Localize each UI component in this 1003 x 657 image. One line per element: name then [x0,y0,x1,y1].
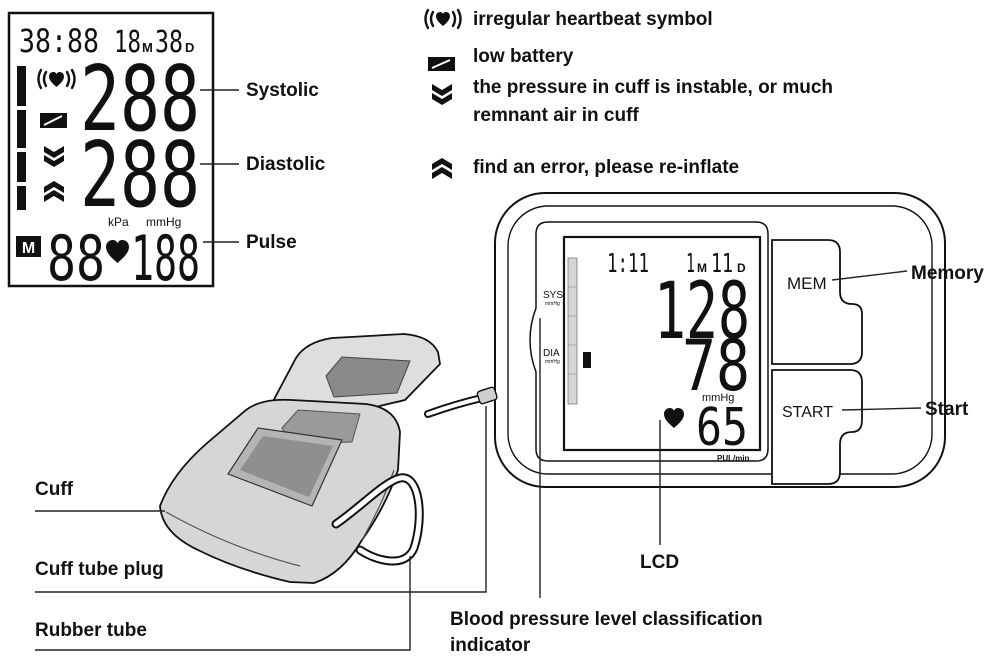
lcd-unit-mmhg: mmHg [146,215,181,229]
lcd-level-bar-segment [17,152,26,182]
start-leader-line [841,407,922,411]
monitor-day-unit: D [737,261,746,275]
monitor-diastolic-value: 78 [682,325,750,407]
lcd-time: 38:88 [19,22,99,60]
memory-label: Memory [911,263,984,284]
battery-slash [43,115,63,126]
pulse-wave-arc [42,70,48,88]
pulse-wave-arc [456,8,462,30]
lcd-level-bar [17,66,26,210]
rubber-tube-inner [333,475,422,564]
classification-label-line2: indicator [450,635,531,656]
lcd-unit-kpa: kPa [108,215,129,229]
part-callouts: Memory Start Cuff Cuff tube plug Rubber … [35,263,984,656]
lcd-day: 38 [155,25,183,60]
start-label: Start [925,399,969,420]
cuff-label: Cuff [35,479,74,500]
lcd-level-bar-segment [17,66,26,106]
lcd-memory-mark: M [22,240,35,257]
pulse-wave-arc [424,8,430,30]
cuff-top-patch [325,356,411,398]
pulse-wave-arc [37,68,43,90]
lcd-day-unit: D [185,40,194,55]
chevron-up-icon [432,167,452,179]
cuff-illustration [159,333,498,584]
lcd-memory-mark-box [16,236,41,257]
double-up-arrow-icon [432,158,452,179]
monitor-day: 11 [711,249,733,279]
rubber-tube-leader-line [35,556,411,651]
heart-icon [436,12,450,26]
monitor-systolic-value: 128 [654,267,750,357]
pulse-wave-arc [451,10,457,28]
monitor-pulse-value: 65 [696,398,748,458]
lcd-month-unit: M [142,40,153,55]
monitor-pulse-unit: PUL/min [717,454,750,463]
cuff-wrap-edge [165,511,301,567]
monitor-sys-unit: mmHg [545,301,560,307]
monitor-time: 1:11 [607,249,649,279]
low-battery-icon [428,57,455,71]
monitor-sys-label: SYS [543,290,563,301]
cuff-tube-plug [476,386,498,405]
lcd-pulse-digits: 188 [131,222,200,295]
monitor-unit: SYS mmHg DIA mmHg 1:11 1 M 11 D 128 78 m… [494,192,946,488]
rubber-tube-label: Rubber tube [35,620,147,641]
monitor-pressure-unit: mmHg [702,392,734,404]
monitor-dia-label: DIA [543,348,560,359]
memory-leader-line [831,270,908,281]
legend-unstable-pressure-line1: the pressure in cuff is instable, or muc… [473,77,833,98]
pulse-wave-arc [429,10,435,28]
classification-scale [567,257,578,405]
diastolic-label: Diastolic [246,154,326,175]
lcd-month: 18 [114,25,141,60]
lcd-callouts: Systolic Diastolic Pulse [200,80,326,253]
battery-slash [431,59,451,69]
irregular-heartbeat-icon [424,8,462,30]
start-button-label: START [782,404,833,421]
monitor-month-unit: M [697,261,707,275]
lcd-level-bar-segment [17,186,26,210]
lcd-systolic-digits: 288 [80,47,200,152]
lcd-segment-display: 38:88 18 M 38 D 288 [7,11,215,295]
monitor-inner-shell [507,205,933,475]
mem-button [771,239,863,365]
legend-irregular-heartbeat-text: irregular heartbeat symbol [473,9,713,30]
lcd-memory-number: 88 [47,222,105,295]
mem-button-label: MEM [787,274,827,293]
pulse-label: Pulse [246,232,297,253]
double-down-arrow-icon [432,84,452,105]
start-button [771,369,863,485]
chevron-down-icon [432,84,452,96]
pulse-wave-arc [65,70,71,88]
monitor-dia-unit: mmHg [545,359,560,365]
classification-indicator-bar [567,257,591,405]
monitor-month: 1 [686,249,695,279]
low-battery-icon [40,113,67,128]
systolic-label: Systolic [246,80,319,101]
monitor-lcd-screen [562,235,762,452]
legend-low-battery-text: low battery [473,46,574,67]
irregular-heartbeat-icon [37,68,76,90]
lcd-level-bar-segment [17,110,26,148]
cuff-tube-plug-leader-line [35,406,487,593]
cuff-front-flap-inner [240,436,333,497]
cuff-tube-plug-label: Cuff tube plug [35,559,164,580]
pulse-wave-arc [70,68,76,90]
classification-marker [583,352,591,368]
legend-unstable-pressure-line2: remnant air in cuff [473,105,639,126]
legend-reinflate-text: find an error, please re-inflate [473,157,739,178]
lcd-diastolic-digits: 288 [80,123,200,228]
symbol-legend: irregular heartbeat symbol low battery t… [424,8,833,179]
cuff-tube-inner [426,396,484,416]
classification-label-line1: Blood pressure level classification [450,609,763,630]
lcd-label: LCD [640,552,679,573]
